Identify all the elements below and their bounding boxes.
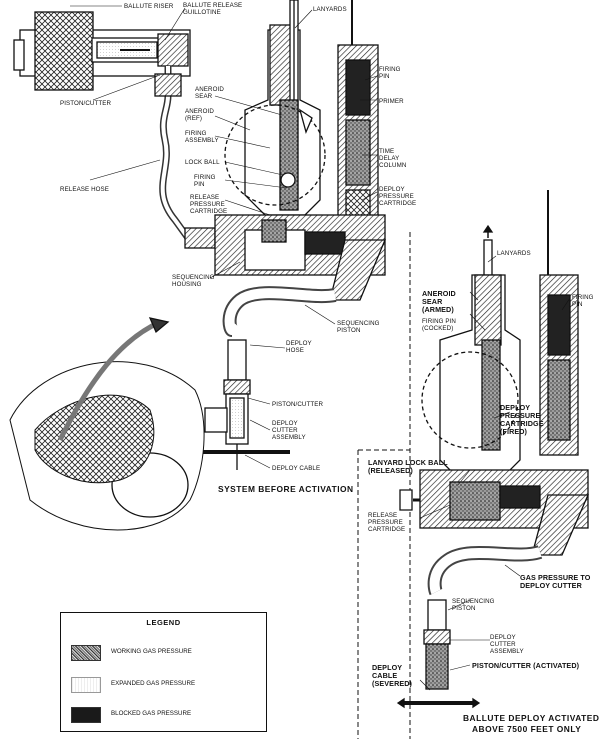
label-sequencing-piston: SEQUENCING PISTON (337, 320, 380, 334)
label-deploy-cable-severed: DEPLOY CABLE (SEVERED) (372, 663, 413, 688)
label-release-pressure-cartridge-right: RELEASE PRESSURE CARTRIDGE (368, 512, 406, 533)
label-deploy-pressure-cartridge-fired: DEPLOY PRESSURE CARTRIDGE (FIRED) (500, 403, 544, 436)
label-piston-cutter-top: PISTON/CUTTER (60, 100, 112, 107)
label-sequencing-housing: SEQUENCING HOUSING (172, 274, 215, 288)
label-release-hose: RELEASE HOSE (60, 186, 109, 193)
label-guillotine: BALLUTE RELEASE GUILLOTINE (183, 2, 243, 16)
label-deploy-pressure-cartridge: DEPLOY PRESSURE CARTRIDGE (379, 186, 417, 207)
label-deploy-hose: DEPLOY HOSE (286, 340, 312, 354)
label-firing-pin-left: FIRING PIN (194, 174, 216, 188)
label-lanyards-top: LANYARDS (313, 6, 347, 13)
blocked-gas-swatch (71, 707, 101, 723)
caption-after-line2: ABOVE 7500 FEET ONLY (472, 724, 582, 734)
legend-expanded-label: EXPANDED GAS PRESSURE (111, 680, 196, 687)
label-gas-pressure: GAS PRESSURE TO DEPLOY CUTTER (520, 573, 591, 590)
label-aneroid-sear: ANEROID SEAR (195, 86, 224, 100)
legend-row-working: WORKING GAS PRESSURE (71, 645, 261, 661)
label-sequencing-piston-right: SEQUENCING PISTON (452, 598, 495, 612)
before-activation-assembly (9, 0, 386, 531)
expanded-gas-swatch (71, 677, 101, 693)
label-lanyard-lock-ball: LANYARD LOCK BALL (RELEASED) (368, 458, 448, 475)
legend-title: LEGEND (146, 618, 181, 627)
legend-working-label: WORKING GAS PRESSURE (111, 648, 192, 655)
legend-blocked-label: BLOCKED GAS PRESSURE (111, 710, 192, 717)
label-ballute-riser: BALLUTE RISER (124, 3, 174, 10)
label-firing-pin-cocked: FIRING PIN (COCKED) (422, 318, 457, 332)
label-lanyards-right: LANYARDS (497, 250, 531, 257)
caption-after-line1: BALLUTE DEPLOY ACTIVATED (463, 713, 600, 723)
label-piston-cutter-mid: PISTON/CUTTER (272, 401, 324, 408)
label-deploy-cutter-assembly: DEPLOY CUTTER ASSEMBLY (272, 420, 306, 441)
after-activation-assembly (396, 190, 589, 709)
working-gas-swatch (71, 645, 101, 661)
legend-row-blocked: BLOCKED GAS PRESSURE (71, 707, 261, 723)
label-lock-ball: LOCK BALL (185, 159, 220, 166)
label-time-delay-column: TIME DELAY COLUMN (379, 148, 407, 169)
label-primer: PRIMER (379, 98, 404, 105)
label-deploy-cable: DEPLOY CABLE (272, 465, 321, 472)
label-deploy-cutter-assembly-right: DEPLOY CUTTER ASSEMBLY (490, 634, 524, 655)
legend: LEGEND WORKING GAS PRESSURE EXPANDED GAS… (60, 612, 267, 732)
label-firing-pin-right-after: FIRING PIN (572, 294, 594, 308)
label-firing-assembly: FIRING ASSEMBLY (185, 130, 219, 144)
leader-lines-left (70, 5, 378, 469)
label-firing-pin-right: FIRING PIN (379, 66, 401, 80)
label-release-pressure-cartridge: RELEASE PRESSURE CARTRIDGE (190, 194, 228, 215)
caption-before-activation: SYSTEM BEFORE ACTIVATION (218, 484, 354, 494)
legend-row-expanded: EXPANDED GAS PRESSURE (71, 677, 261, 693)
label-piston-cutter-activated: PISTON/CUTTER (ACTIVATED) (472, 661, 580, 670)
leader-lines-right (419, 255, 571, 691)
label-aneroid-ref: ANEROID (REF) (185, 108, 214, 122)
label-aneroid-sear-armed: ANEROID SEAR (ARMED) (422, 289, 456, 314)
